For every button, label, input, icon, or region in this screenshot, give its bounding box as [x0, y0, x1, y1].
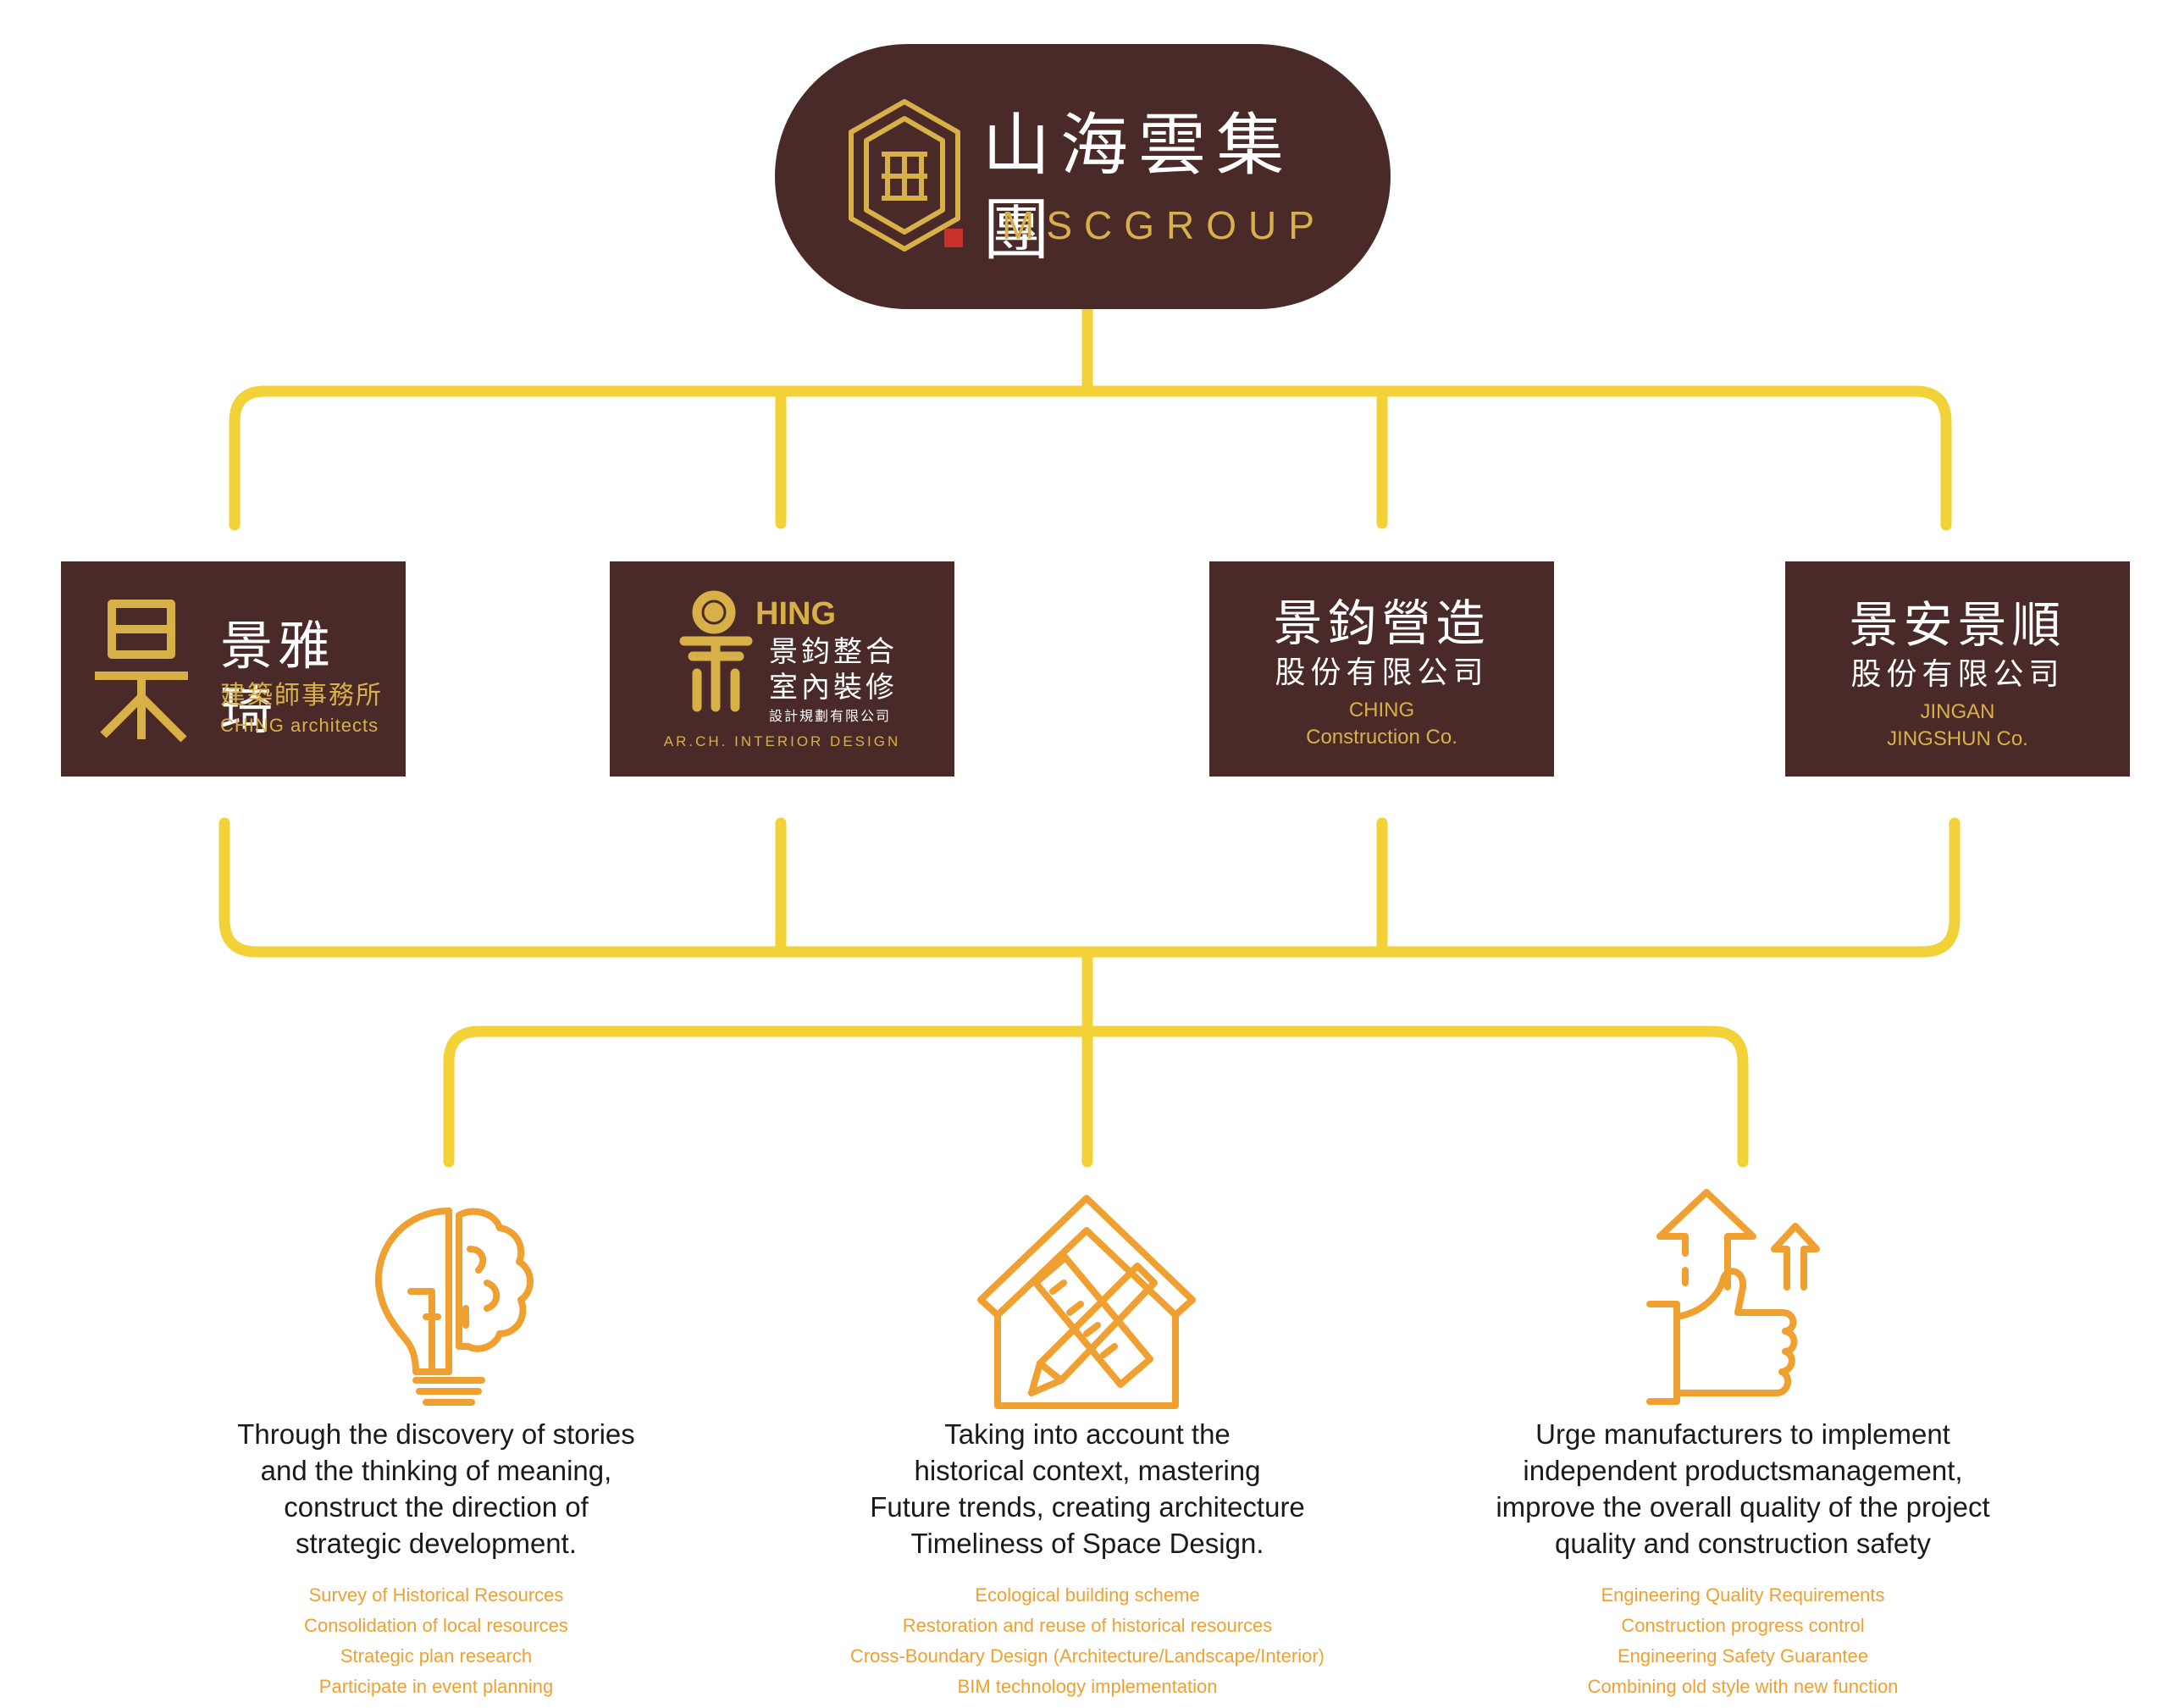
- column-1-items: Survey of Historical Resources Consolida…: [182, 1580, 690, 1702]
- ching-architects-logo-icon: [95, 600, 188, 743]
- description-line: and the thinking of meaning,: [260, 1455, 612, 1486]
- company-name-ching-construction: 景鈞營造: [1273, 594, 1490, 652]
- description-line: construct the direction of: [284, 1491, 589, 1523]
- list-item: Combining old style with new function: [1587, 1676, 1899, 1697]
- company-name-jingan-jingshun: 景安景順: [1849, 596, 2066, 654]
- company-sub-jingan-jingshun: 股份有限公司: [1850, 657, 2065, 692]
- description-line: Future trends, creating architecture: [870, 1491, 1305, 1523]
- list-item: Strategic plan research: [340, 1645, 533, 1667]
- company-en2-jingan-jingshun: JINGSHUN Co.: [1887, 727, 2028, 750]
- company-name-line1-ching-interior: 景鈞整合: [769, 635, 898, 669]
- company-ching-construction: 景鈞營造 股份有限公司 CHING Construction Co.: [1209, 561, 1554, 777]
- company-jingan-jingshun: 景安景順 股份有限公司 JINGAN JINGSHUN Co.: [1785, 561, 2130, 777]
- description-line: quality and construction safety: [1555, 1528, 1931, 1559]
- group-header-badge: 山海雲集團 MSCGROUP: [775, 44, 1391, 309]
- description-line: historical context, mastering: [914, 1455, 1261, 1486]
- column-2-items: Ecological building scheme Restoration a…: [783, 1580, 1392, 1702]
- description-line: strategic development.: [295, 1528, 577, 1559]
- ching-interior-logo-icon: [679, 590, 753, 712]
- connector-bottom-bus: [218, 817, 1961, 958]
- list-item: Cross-Boundary Design (Architecture/Land…: [849, 1645, 1325, 1667]
- company-en-ching-architects: CHING architects: [220, 715, 379, 736]
- list-item: Restoration and reuse of historical reso…: [902, 1615, 1273, 1636]
- list-item: Construction progress control: [1621, 1615, 1865, 1636]
- company-name-line2-ching-interior: 室內裝修: [769, 671, 898, 705]
- company-sub-ching-interior: 設計規劃有限公司: [769, 708, 892, 724]
- description-line: Timeliness of Space Design.: [910, 1528, 1264, 1559]
- house-pencil-ruler-icon: [977, 1195, 1196, 1409]
- company-ching-interior: HING 景鈞整合 室內裝修 設計規劃有限公司 AR.CH. INTERIOR …: [610, 561, 954, 777]
- description-line: Through the discovery of stories: [237, 1418, 635, 1450]
- column-2-description: Taking into account the historical conte…: [783, 1416, 1392, 1562]
- list-item: Participate in event planning: [318, 1676, 554, 1697]
- msc-logo-icon: [849, 99, 963, 252]
- group-name-zh: 山海雲集團: [982, 106, 1294, 269]
- company-name-ching-architects: 景雅琦: [220, 615, 336, 741]
- company-en1-ching-construction: CHING: [1348, 699, 1415, 721]
- company-sub-ching-construction: 股份有限公司: [1275, 655, 1489, 690]
- company-brand-ching-interior: HING: [755, 596, 836, 632]
- company-en2-ching-construction: Construction Co.: [1306, 726, 1457, 749]
- group-name-en: MSCGROUP: [1002, 203, 1326, 247]
- description-line: Urge manufacturers to implement: [1535, 1418, 1950, 1450]
- company-sub-ching-architects: 建築師事務所: [220, 682, 383, 710]
- list-item: Engineering Quality Requirements: [1601, 1584, 1885, 1606]
- column-3-description: Urge manufacturers to implement independ…: [1446, 1416, 2039, 1562]
- column-3-items: Engineering Quality Requirements Constru…: [1446, 1580, 2039, 1702]
- list-item: Ecological building scheme: [975, 1584, 1200, 1606]
- company-ching-architects: 景雅琦 建築師事務所 CHING architects: [61, 561, 406, 777]
- description-line: independent productsmanagement,: [1523, 1455, 1963, 1486]
- list-item: Survey of Historical Resources: [308, 1584, 564, 1606]
- list-item: Engineering Safety Guarantee: [1618, 1645, 1868, 1667]
- list-item: Consolidation of local resources: [304, 1615, 568, 1636]
- description-line: improve the overall quality of the proje…: [1496, 1491, 1990, 1523]
- thumbs-up-arrows-icon: [1646, 1189, 1820, 1405]
- company-en1-jingan-jingshun: JINGAN: [1920, 700, 1995, 723]
- connector-lower-bus: [443, 1025, 1749, 1168]
- list-item: BIM technology implementation: [957, 1676, 1218, 1697]
- company-en-ching-interior: AR.CH. INTERIOR DESIGN: [663, 733, 901, 749]
- description-line: Taking into account the: [944, 1418, 1231, 1450]
- column-1-description: Through the discovery of stories and the…: [182, 1416, 690, 1562]
- connector-top-bus: [229, 385, 1952, 531]
- lightbulb-brain-icon: [374, 1208, 534, 1406]
